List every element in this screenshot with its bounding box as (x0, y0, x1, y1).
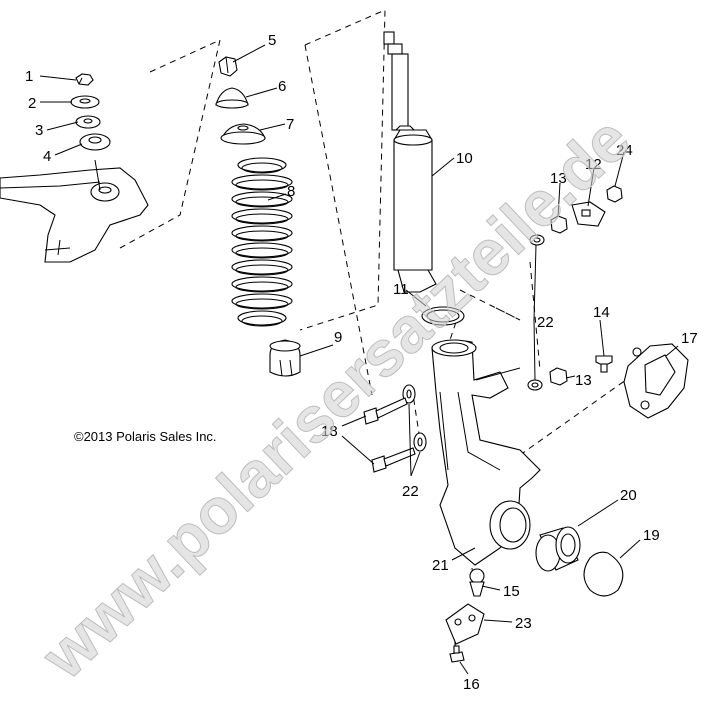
plate-part-23 (445, 603, 485, 645)
coil-spring-part-8 (231, 157, 293, 327)
clip-part-12 (571, 201, 606, 227)
bushing-part-4 (79, 133, 111, 151)
callout-22-left: 22 (402, 483, 419, 500)
spring-coil-inner (235, 179, 289, 191)
spring-coil (231, 225, 293, 241)
spring-coil-inner (241, 315, 283, 327)
bump-stop-part-9 (269, 339, 301, 377)
callout-6: 6 (278, 78, 286, 95)
frame-bracket (0, 159, 149, 263)
callout-20: 20 (620, 487, 637, 504)
callout-16: 16 (463, 676, 480, 693)
callout-5: 5 (268, 32, 276, 49)
spring-coil (237, 310, 287, 326)
callout-3: 3 (35, 122, 43, 139)
callout-17: 17 (681, 330, 698, 347)
callout-1: 1 (25, 68, 33, 85)
leader-lines (39, 44, 679, 675)
wheel-bearing-part-20 (535, 526, 581, 572)
spring-seat-part-7 (220, 123, 266, 145)
spring-coil (231, 242, 293, 258)
spring-coil (231, 276, 293, 292)
shock-absorber-part-10 (383, 31, 437, 293)
callout-2: 2 (28, 95, 36, 112)
callout-12: 12 (585, 156, 602, 173)
callout-labels: 1 2 3 4 5 6 7 8 9 10 11 12 13 13 14 15 1… (25, 32, 698, 693)
washer-part-22-left-upper (402, 384, 416, 404)
callout-11: 11 (393, 281, 409, 298)
callout-14: 14 (593, 304, 610, 321)
spring-coil-inner (235, 281, 289, 293)
sensor-bracket-part-17 (623, 343, 689, 419)
spring-coil (231, 208, 293, 224)
o-ring-part-11 (421, 306, 465, 326)
nut-part-1 (75, 73, 94, 86)
snap-ring-part-19 (583, 551, 624, 597)
copyright-notice: ©2013 Polaris Sales Inc. (74, 429, 217, 444)
callout-8: 8 (287, 183, 295, 200)
washer-part-22-lower-right (527, 379, 543, 391)
callout-13-lower: 13 (575, 372, 592, 389)
callout-15: 15 (503, 583, 520, 600)
callout-10: 10 (456, 150, 473, 167)
spring-cap-part-6 (215, 87, 249, 109)
callout-23: 23 (515, 615, 532, 632)
washer-part-3 (75, 115, 101, 129)
screw-part-16 (449, 645, 465, 663)
washer-part-22-upper (529, 234, 545, 246)
spring-coil (231, 191, 293, 207)
callout-22-right: 22 (537, 314, 554, 331)
spring-coil (231, 174, 293, 190)
spring-coil-inner (235, 213, 289, 225)
spring-coil-inner (241, 162, 283, 174)
callout-9: 9 (334, 329, 342, 346)
steering-knuckle-part-21 (431, 339, 541, 566)
spring-coil (231, 293, 293, 309)
spring-coil (231, 259, 293, 275)
callout-4: 4 (43, 148, 51, 165)
spring-coil-inner (235, 247, 289, 259)
callout-21: 21 (432, 557, 449, 574)
callout-19: 19 (643, 527, 660, 544)
spring-coil-inner (235, 298, 289, 310)
screw-part-14 (595, 355, 613, 373)
ball-joint-part-15 (469, 568, 485, 597)
spring-coil (237, 157, 287, 173)
callout-24: 24 (616, 142, 633, 159)
spring-coil-inner (235, 264, 289, 276)
callout-18: 18 (321, 423, 338, 440)
washer-part-2 (70, 95, 100, 109)
nut-part-13-lower (549, 367, 568, 386)
bolt-part-18-upper (363, 397, 408, 425)
bolt-part-18-lower (371, 447, 416, 473)
spring-coil-inner (235, 196, 289, 208)
spring-coil-inner (235, 230, 289, 242)
callout-13-upper: 13 (550, 170, 567, 187)
washer-part-22-left-lower (413, 432, 427, 452)
nut-part-5 (218, 56, 238, 77)
callout-7: 7 (286, 116, 294, 133)
nut-part-24 (606, 185, 623, 203)
